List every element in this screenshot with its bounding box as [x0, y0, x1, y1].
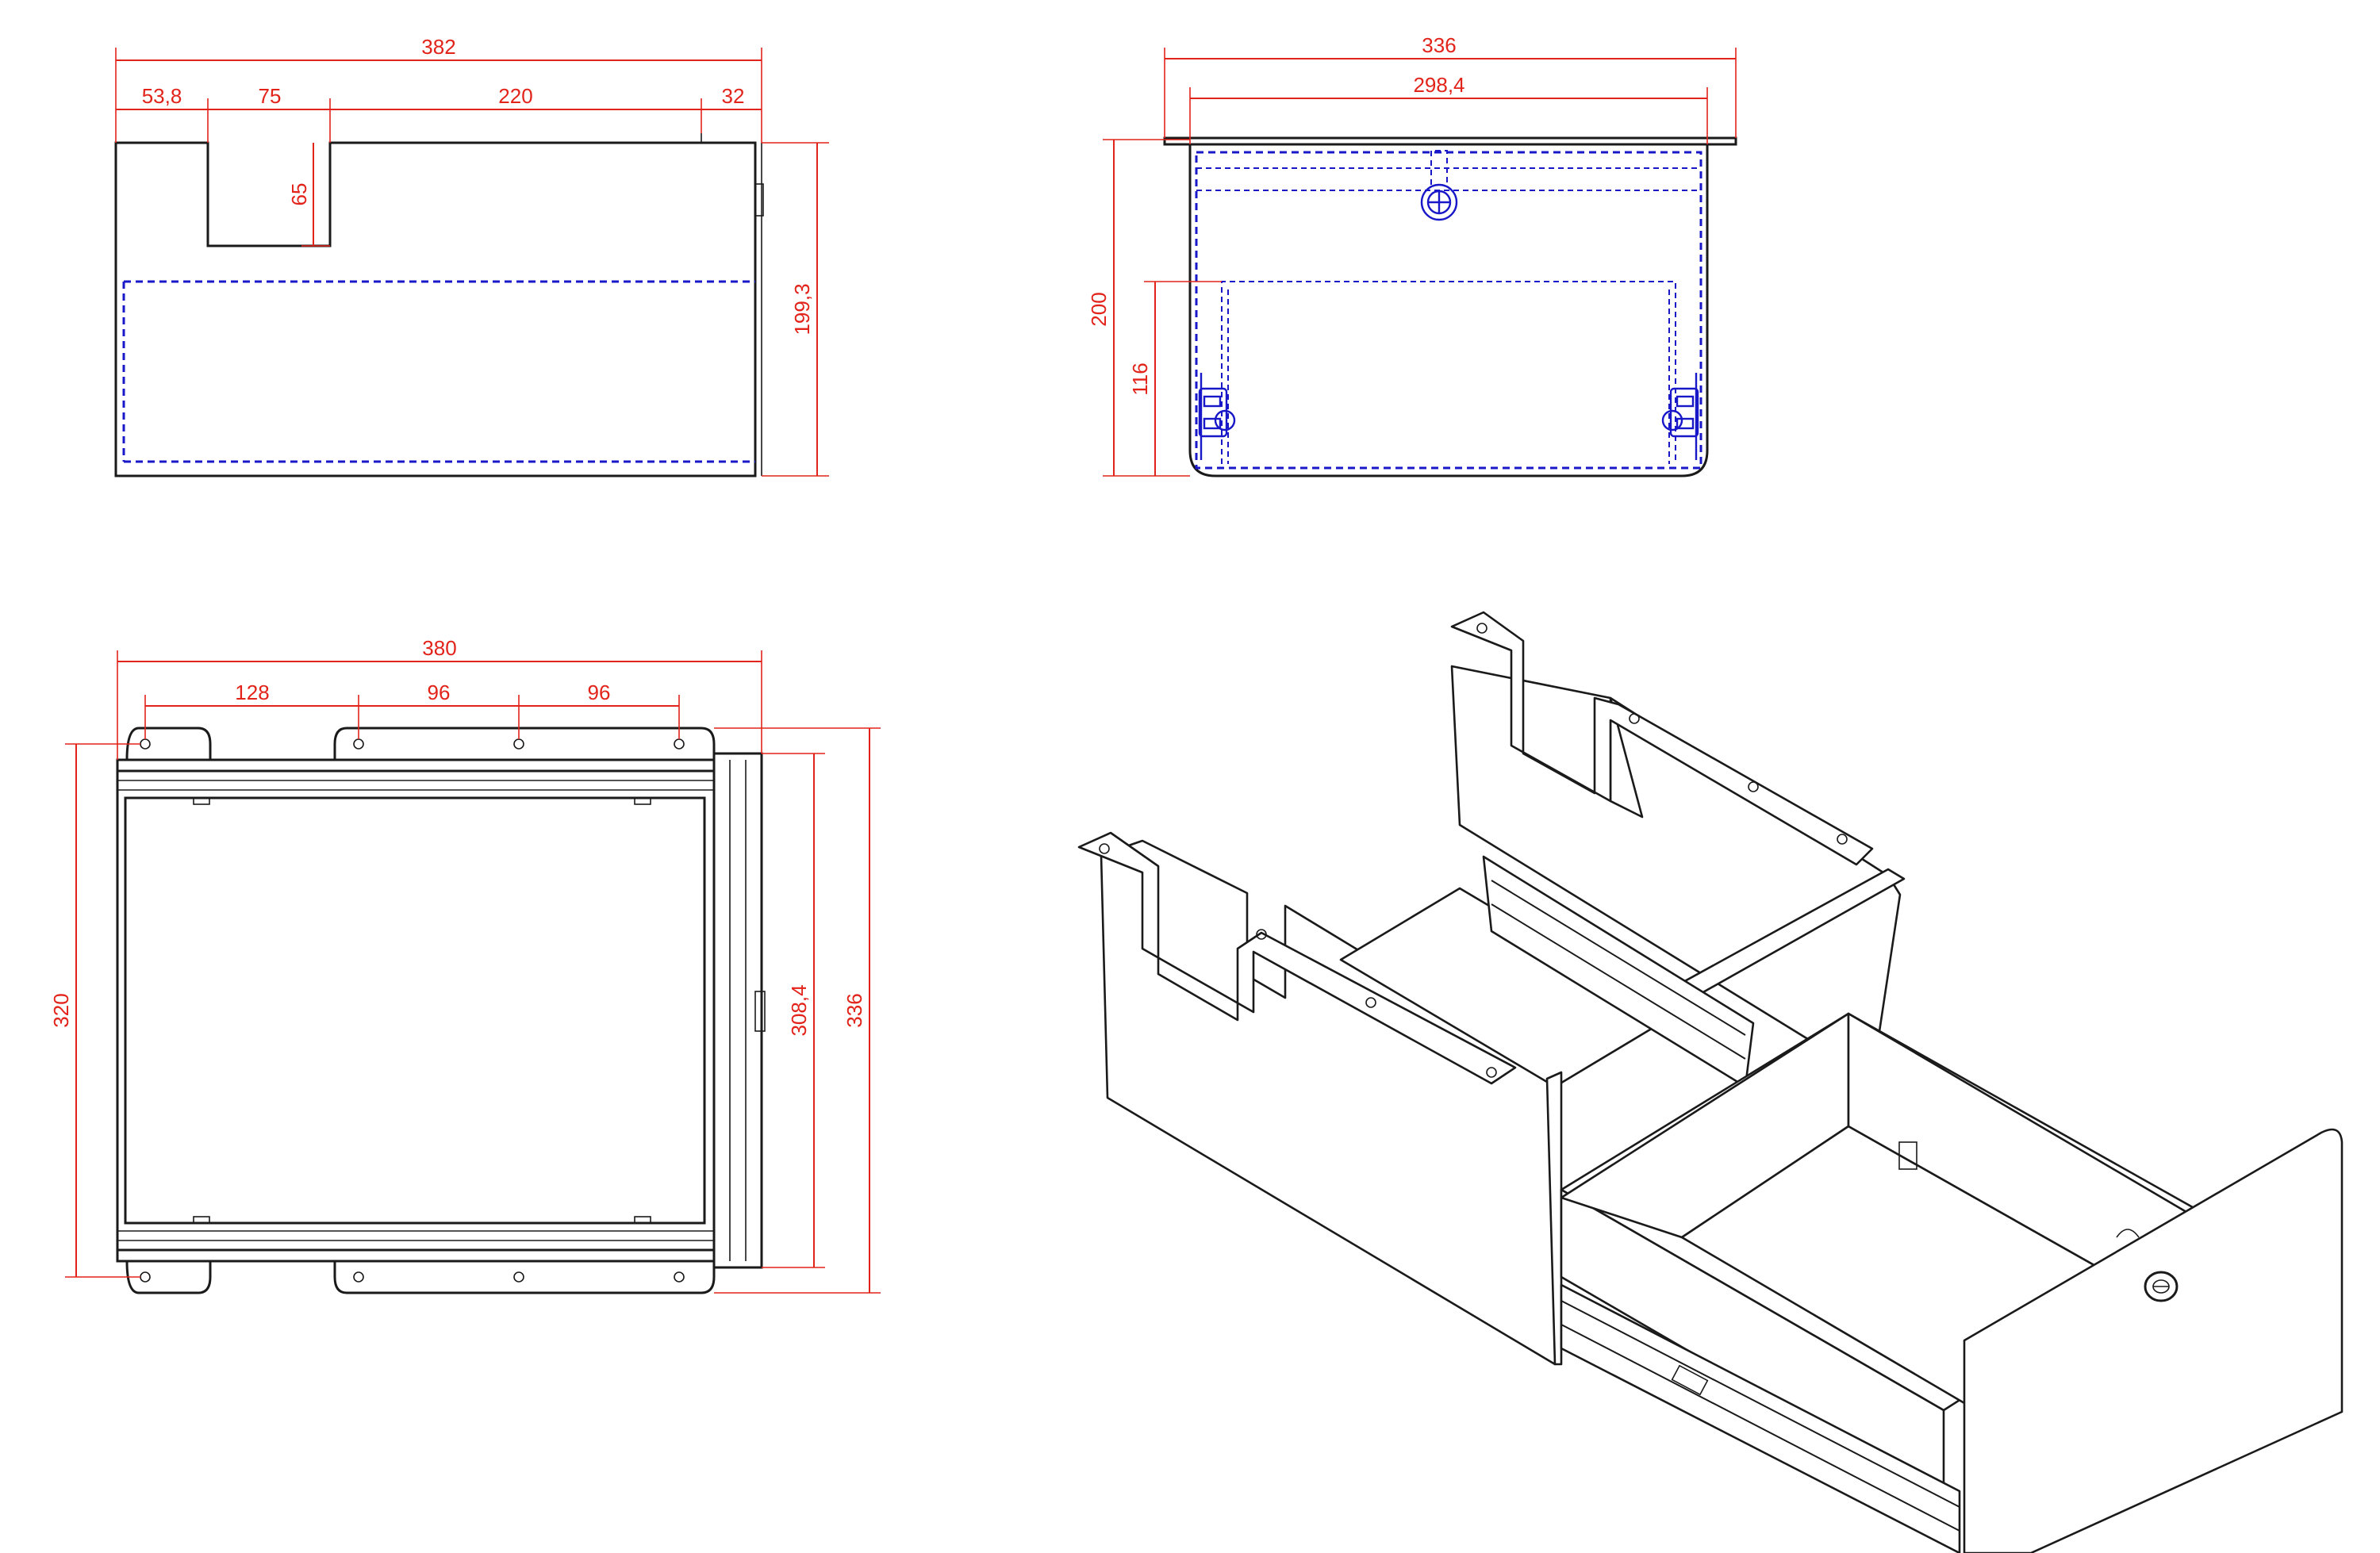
top-view-rear-flange — [125, 727, 716, 761]
top-view-hole — [674, 738, 685, 750]
top-view-body-outline — [116, 758, 716, 1263]
iso-lock-icon — [2144, 1271, 2178, 1302]
iso-rear-bracket — [1450, 611, 1874, 866]
top-view-clip — [634, 797, 651, 805]
front-seg-middle-label: 220 — [498, 84, 532, 108]
top-view-clip — [193, 797, 210, 805]
iso-bracket-hole — [1629, 713, 1640, 724]
front-seg-right-label: 32 — [722, 84, 745, 108]
top-view-hole — [353, 738, 364, 750]
front-view-handle — [754, 183, 764, 217]
front-view-outline — [114, 141, 757, 477]
top-dim-hole-span: 320 — [49, 743, 140, 1278]
front-dim-height: 199,3 — [762, 142, 829, 477]
front-height-label: 199,3 — [790, 283, 814, 335]
top-view-hole — [140, 1271, 151, 1283]
top-dim-overall: 380 — [117, 636, 762, 760]
side-dim-overall: 336 — [1164, 33, 1737, 138]
front-seg-notch-label: 75 — [259, 84, 282, 108]
top-view-hole — [140, 738, 151, 750]
iso-slide-line — [1560, 1300, 1960, 1508]
front-view: 382 53,8 75 220 32 65 199,3 — [114, 35, 829, 477]
side-dim-inner: 298,4 — [1189, 73, 1708, 144]
top-body-depth-label: 308,4 — [787, 984, 811, 1036]
top-view-clip — [634, 1216, 651, 1224]
iso-bracket-hole — [1365, 997, 1376, 1008]
iso-slide-line — [1560, 1324, 1960, 1532]
iso-bracket-hole — [1099, 843, 1110, 854]
top-view-front-flange — [125, 1260, 716, 1294]
top-hole-spacing-3-label: 96 — [588, 681, 611, 704]
front-seg-left-label: 53,8 — [142, 84, 182, 108]
top-view-handle — [754, 991, 766, 1032]
iso-drawer-front — [1963, 1128, 2344, 1553]
iso-right-front-edge — [1545, 1071, 1563, 1366]
side-overall-width-label: 336 — [1422, 33, 1456, 57]
side-view-drawer-hidden — [1195, 151, 1702, 470]
top-hole-spacing-1-label: 128 — [235, 681, 269, 704]
side-slide-height-label: 116 — [1128, 362, 1152, 395]
iso-bracket-hole — [1486, 1067, 1497, 1078]
front-dim-overall: 382 — [115, 35, 762, 143]
top-view-clip — [193, 1216, 210, 1224]
side-view-inner-box-hidden — [1221, 281, 1676, 464]
side-view-outline — [1188, 143, 1709, 477]
iso-left-side — [1100, 839, 1557, 1366]
side-inner-width-label: 298,4 — [1413, 73, 1464, 97]
iso-front-bracket — [1077, 831, 1517, 1085]
top-dim-hole-spacing: 128 96 96 — [144, 681, 680, 739]
front-notch-depth-label: 65 — [287, 183, 311, 206]
top-view-hole — [674, 1271, 685, 1283]
side-view-right-slide-icon — [1661, 373, 1699, 460]
iso-slide-block — [1671, 1364, 1709, 1396]
iso-bracket-hole — [1748, 781, 1759, 792]
top-view-hole — [513, 1271, 524, 1283]
side-dim-height: 200 — [1087, 139, 1190, 477]
side-height-label: 200 — [1087, 292, 1111, 326]
side-view-lock-icon — [1420, 150, 1458, 221]
side-view: 336 298,4 200 116 — [1087, 33, 1737, 477]
top-overall-depth-label: 336 — [843, 993, 866, 1027]
top-dim-body-depth: 308,4 — [762, 753, 825, 1268]
front-dim-segments: 53,8 75 220 32 — [116, 84, 762, 143]
top-hole-spacing-2-label: 96 — [428, 681, 451, 704]
iso-bracket-hole — [1256, 929, 1267, 940]
front-overall-width-label: 382 — [421, 35, 455, 59]
iso-rail-line — [1491, 880, 1746, 1036]
top-view-hole — [353, 1271, 364, 1283]
iso-rail-line — [1491, 903, 1746, 1060]
side-view-left-slide-icon — [1198, 373, 1236, 460]
top-view: 380 128 96 96 320 308,4 33 — [49, 636, 881, 1294]
top-dim-overall-depth: 336 — [714, 727, 881, 1294]
iso-lock-bolt — [2116, 1229, 2140, 1238]
side-dim-slide-height: 116 — [1128, 281, 1222, 476]
top-view-hole — [513, 738, 524, 750]
top-view-inner-box — [124, 796, 706, 1225]
iso-clip — [1898, 1141, 1917, 1170]
iso-bracket-hole — [1837, 834, 1848, 845]
front-dim-notch-depth: 65 — [287, 143, 330, 247]
iso-bracket-hole — [1476, 623, 1488, 634]
top-overall-width-label: 380 — [422, 636, 456, 660]
isometric-view — [1077, 611, 2344, 1553]
top-hole-span-label: 320 — [49, 993, 73, 1027]
top-view-drawer-front — [712, 752, 763, 1269]
